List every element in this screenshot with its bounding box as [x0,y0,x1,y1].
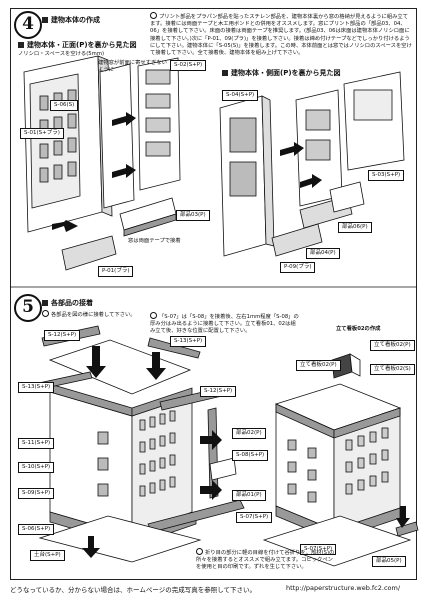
label-part03: 部品03(P) [176,210,210,221]
section5-bottom-note: 折り目の部分に軽の目線を付けて谷折りを。部材(S)の所々を接着するとオススメで組… [196,548,336,571]
front-wall-drawing [23,55,181,271]
bullet-icon [150,12,157,19]
label-s13-left: S-13(S+P) [18,382,55,393]
label-sign02-p1: 立て看板02(P) [370,340,415,351]
label-p01: P-01(プラ) [98,266,134,277]
footer-question: どうなっているか、分からない場合は、ホームページの完成写真を参照して下さい。 [10,586,257,594]
section4-title: 建物本体の作成 [42,15,100,25]
label-part06: 部品06(P) [338,222,372,233]
section4-intro: プリント部品をプラパン部品を貼ったスチレン部品を、建物本体裏から窓の格納が見える… [150,12,412,57]
label-s12-top: S-12(S+P) [44,330,81,341]
assembly-arrows-step5 [82,346,222,558]
section5-step-note-text: 「S-07」は「S-08」を接着後、左右1mm程度「S-08」の厚み分はみ出るよ… [150,314,299,335]
label-s07-right: S-07(S+P) [300,544,337,555]
label-s06: S-06(S) [50,100,79,111]
page-frame [10,8,417,580]
label-s01: S-01(S+プラ) [20,128,64,139]
front-view-subtitle: ノリシロ・スペースを空ける(5mm) [18,51,105,57]
building-right-drawing [262,353,419,567]
label-ground: 土台(S+P) [30,550,65,561]
section5-intro-text: 各部品を図の様に接着して下さい。 [51,312,136,318]
footer-url[interactable]: http://paperstructure.web.fc2.com/ [286,584,401,592]
tape-note: 窓は両面テープで接着 [128,238,181,244]
label-s11: S-11(S+P) [18,438,55,449]
label-s06-step5: S-06(S+P) [18,524,55,535]
sign-arrow [396,506,410,528]
step-number-5: 5 [14,294,42,322]
section5-title: 各部品の接着 [42,298,93,308]
bullet-icon [42,310,49,317]
section5-bottom-note-text: 折り目の部分に軽の目線を付けて谷折りを。部材(S)の所々を接着するとオススメで組… [196,550,335,570]
building-left-drawing [33,325,245,563]
window-callout: 建物窓が前面に寄せすぎないように [98,60,167,73]
label-part04: 部品04(P) [306,248,340,259]
label-s10: S-10(S+P) [18,462,55,473]
bullet-icon [196,548,203,555]
step-number-4: 4 [14,11,42,39]
section4-intro-text: プリント部品をプラパン部品を貼ったスチレン部品を、建物本体裏から窓の格納が見える… [150,14,412,57]
label-s03: S-03(S+P) [368,170,405,181]
bullet-icon [150,312,157,319]
front-view-title: 建物本体・正面(P)を裏から見た図 [18,40,137,50]
label-s07-left: S-07(S+P) [236,512,273,523]
label-sign02-s: 立て看板02(S) [370,364,415,375]
label-s12-right: S-12(S+P) [200,386,237,397]
section5-step-note: 「S-07」は「S-08」を接着後、左右1mm程度「S-08」の厚み分はみ出るよ… [150,312,300,336]
sign-title: 立て看板02の作成 [336,326,381,332]
label-p09: P-09(プラ) [280,262,316,273]
label-s04: S-04(S+P) [222,90,259,101]
assembly-arrows-side [280,142,322,188]
label-s09: S-09(S+P) [18,488,55,499]
label-part05: 部品05(P) [372,556,406,567]
label-sign02-p2: 立て看板02(P) [296,360,341,371]
section5-intro: 各部品を図の様に接着して下さい。 [42,310,136,319]
label-part01: 部品01(P) [232,490,266,501]
assembly-arrows-front [52,112,136,232]
side-view-title: 建物本体・側面(P)を裏から見た図 [222,68,341,78]
label-s08: S-08(S+P) [232,450,269,461]
label-s13-top: S-13(S+P) [170,336,207,347]
label-s02: S-02(S+P) [170,60,207,71]
label-part02: 部品02(P) [232,428,266,439]
side-wall-drawing [219,71,405,257]
